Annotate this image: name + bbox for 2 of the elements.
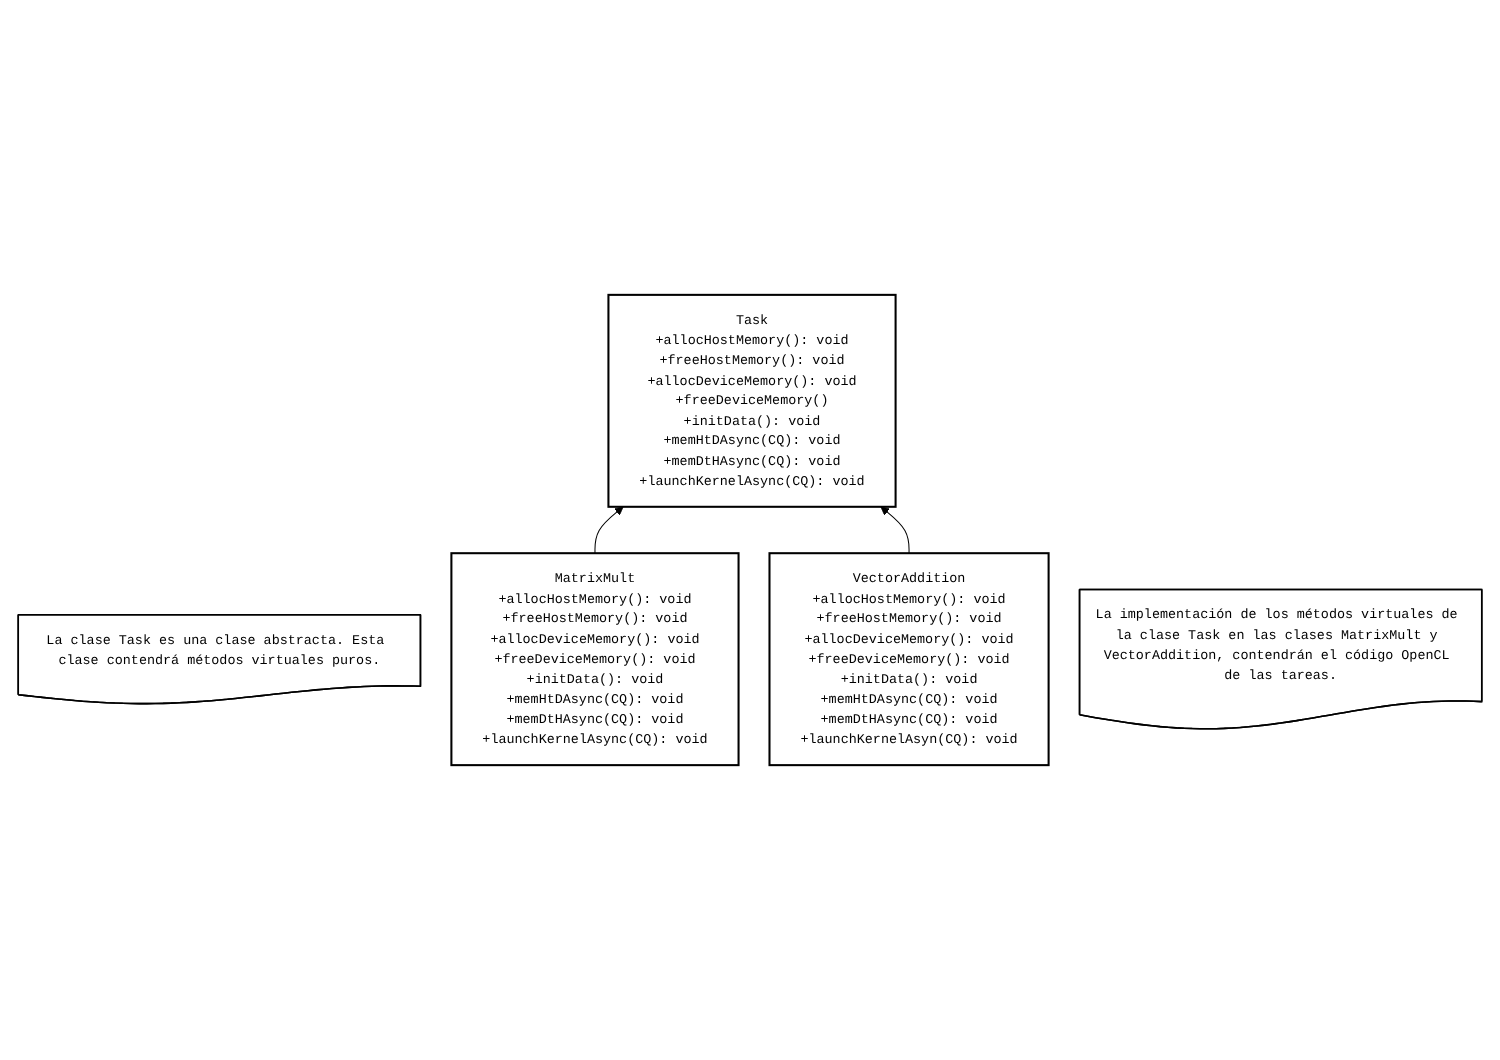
arrow <box>594 506 624 554</box>
arrow <box>880 506 910 554</box>
